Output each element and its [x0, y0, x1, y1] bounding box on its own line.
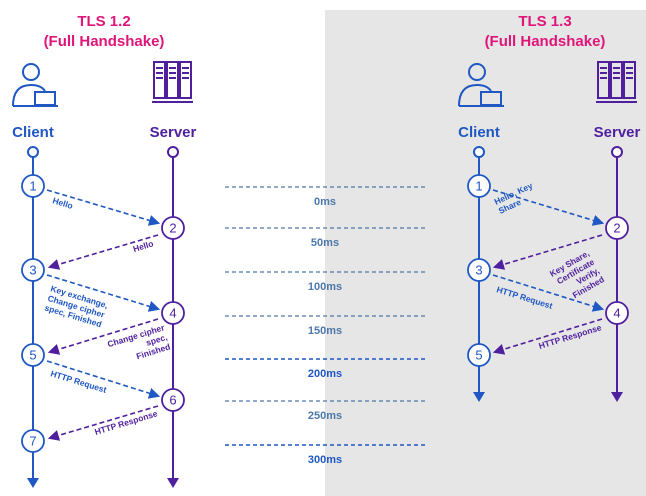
- tls13-client-step-number: 1: [475, 179, 482, 194]
- tls12-msg-http-request: HTTP Request: [49, 368, 107, 395]
- tls13-client-step-number: 3: [475, 263, 482, 278]
- tls13-http-response-arrow: [492, 318, 603, 355]
- tls12-server-hello-arrow: [47, 234, 159, 270]
- tls13-client-step-circle: [467, 174, 491, 198]
- tls12-http-response-arrow: [47, 405, 159, 441]
- tls12-client-label: Client: [12, 124, 54, 141]
- timeline-label: 0ms: [314, 196, 336, 208]
- tls12-client-step-number: 5: [29, 348, 36, 363]
- client-lifeline-arrowhead: [473, 392, 485, 402]
- timeline-label: 100ms: [308, 281, 342, 293]
- person-at-laptop-icon: [12, 63, 58, 107]
- tls12-client-step-circle: [21, 343, 45, 367]
- client-lifeline-arrowhead: [27, 478, 39, 488]
- client-lifeline-cap: [27, 146, 39, 158]
- tls13-http-request-arrow: [492, 274, 605, 312]
- tls13-title: TLS 1.3: [518, 13, 571, 30]
- tls13-keyshare-finished-arrow: [492, 234, 603, 270]
- server-rack-icon: [596, 61, 637, 103]
- tls13-server-step-circle: [605, 216, 629, 240]
- message-label-line: Hello: [132, 238, 155, 254]
- person-at-laptop-icon: [458, 63, 504, 107]
- tls12-server-step-circle: [161, 388, 185, 412]
- tls12-msg-key-exchange: Key exchange,Change cipherspec, Finished: [44, 283, 110, 329]
- tls13-server-step-circle: [605, 301, 629, 325]
- tls13-server-step-number: 2: [613, 221, 620, 236]
- tls13-server-step-number: 4: [613, 306, 620, 321]
- server-lifeline-cap: [167, 146, 179, 158]
- tls13-client-step-circle: [467, 343, 491, 367]
- tls12-msg-change-cipher: Change cipherspec,Finished: [106, 322, 172, 368]
- tls12-server-step-number: 6: [169, 393, 176, 408]
- tls12-client-step-circle: [21, 258, 45, 282]
- server-rack-icon: [152, 61, 193, 103]
- tls12-server-step-circle: [161, 216, 185, 240]
- client-lifeline-cap: [473, 146, 485, 158]
- timeline-label: 200ms: [308, 368, 342, 380]
- tls12-server-label: Server: [150, 124, 197, 141]
- tls12-client-step-circle: [21, 429, 45, 453]
- tls12-change-cipher-arrow: [47, 318, 159, 355]
- tls12-server-step-number: 4: [169, 306, 176, 321]
- tls13-client-step-circle: [467, 258, 491, 282]
- tls12-http-request-arrow: [46, 360, 161, 399]
- tls12-server-step-circle: [161, 301, 185, 325]
- tls12-msg-server-hello: Hello: [132, 238, 155, 254]
- tls13-client-label: Client: [458, 124, 500, 141]
- tls12-subtitle: (Full Handshake): [44, 33, 165, 50]
- tls13-client-step-number: 5: [475, 348, 482, 363]
- timeline-label: 50ms: [311, 237, 339, 249]
- server-lifeline-arrowhead: [611, 392, 623, 402]
- server-lifeline-arrowhead: [167, 478, 179, 488]
- message-label-line: HTTP Request: [49, 368, 107, 395]
- tls13-server-label: Server: [594, 124, 641, 141]
- tls13-hello-keyshare-arrow: [492, 189, 605, 226]
- timeline-label: 150ms: [308, 325, 342, 337]
- tls12-key-exchange-arrow: [46, 274, 161, 312]
- server-lifeline-cap: [611, 146, 623, 158]
- tls12-client-step-number: 1: [29, 179, 36, 194]
- tls13-subtitle: (Full Handshake): [485, 33, 606, 50]
- tls12-client-step-circle: [21, 174, 45, 198]
- timeline-label: 250ms: [308, 410, 342, 422]
- tls12-hello-arrow: [46, 189, 161, 226]
- timeline-label: 300ms: [308, 454, 342, 466]
- tls12-client-step-number: 3: [29, 263, 36, 278]
- tls12-client-step-number: 7: [29, 434, 36, 449]
- tls12-title: TLS 1.2: [77, 13, 130, 30]
- tls12-server-step-number: 2: [169, 221, 176, 236]
